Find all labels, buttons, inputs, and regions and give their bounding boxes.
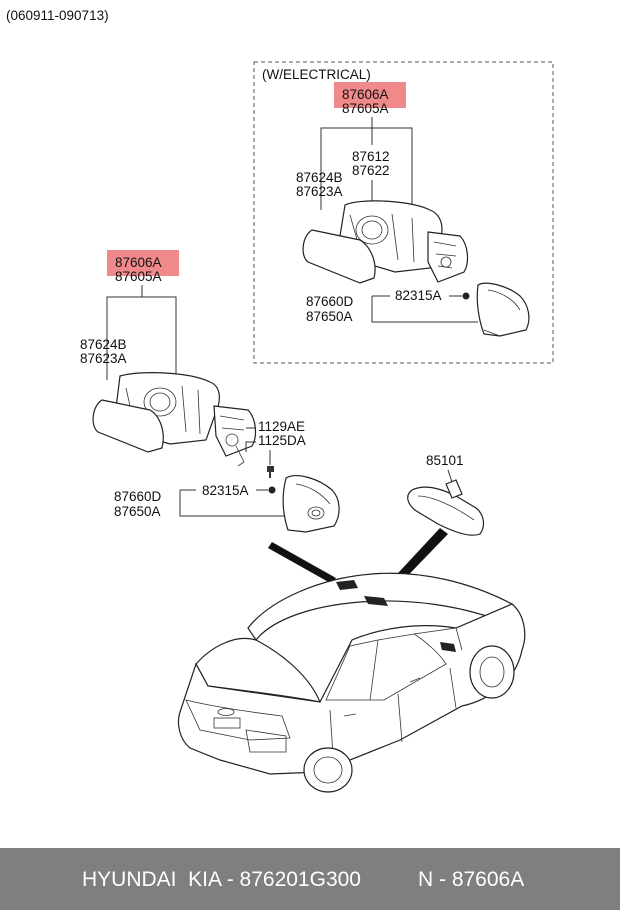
electrical-part-highlight[interactable]: 87606A: [342, 87, 389, 102]
manual-screw-icon: [268, 486, 276, 494]
electrical-glass-a[interactable]: 87612: [352, 149, 390, 164]
inside-mirror-group: 85101: [407, 453, 485, 536]
electrical-screw-label[interactable]: 82315A: [395, 288, 442, 303]
manual-cover-b[interactable]: 87650A: [114, 504, 161, 519]
electrical-mirror-a[interactable]: 87624B: [296, 170, 343, 185]
manual-mirror-a[interactable]: 87624B: [80, 337, 127, 352]
parts-diagram: (060911-090713) (W/ELECTRICAL) 87606A 87…: [6, 8, 554, 793]
manual-mirror-drawing: [92, 372, 257, 467]
electrical-part-main[interactable]: 87605A: [342, 101, 389, 116]
footer-brand-part-number: HYUNDAI KIA - 876201G300: [82, 868, 361, 891]
manual-cover-drawing: [282, 475, 340, 533]
manual-cover-a[interactable]: 87660D: [114, 489, 162, 504]
manual-cover-leader: [179, 489, 284, 517]
electrical-mirror-b[interactable]: 87623A: [296, 184, 343, 199]
manual-highlight-box: [107, 250, 179, 276]
inside-mirror-part[interactable]: 85101: [426, 453, 464, 468]
manual-part-highlight[interactable]: 87606A: [115, 255, 162, 270]
electrical-leader-bracket: [320, 117, 413, 212]
electrical-cover-drawing: [476, 282, 530, 337]
electrical-cover-b[interactable]: 87650A: [306, 309, 353, 324]
car-illustration: [177, 572, 526, 793]
inside-mirror-drawing: [407, 479, 485, 536]
electrical-cover-leader: [371, 295, 478, 323]
electrical-cover-a[interactable]: 87660D: [306, 294, 354, 309]
pointer-wedge-left: [268, 542, 336, 584]
part-number-footer: HYUNDAI KIA - 876201G300 N - 87606A: [0, 848, 620, 910]
manual-mirror-b[interactable]: 87623A: [80, 351, 127, 366]
manual-screw-label[interactable]: 82315A: [202, 483, 249, 498]
electrical-glass-b[interactable]: 87622: [352, 163, 390, 178]
manual-bolt-b[interactable]: 1125DA: [258, 433, 306, 448]
bolt-icon: [267, 466, 274, 478]
manual-part-main[interactable]: 87605A: [115, 269, 162, 284]
electrical-variant-group: (W/ELECTRICAL) 87606A 87605A 87612 87622…: [253, 61, 554, 364]
electrical-highlight-box: [334, 82, 406, 108]
manual-variant-group: 87606A 87605A 87624B 87623A 1129AE 1125D…: [80, 250, 340, 533]
electrical-dashed-frame: [253, 61, 554, 364]
manual-bolt-leader: [245, 427, 271, 465]
manual-bolt-a[interactable]: 1129AE: [258, 419, 305, 434]
electrical-title: (W/ELECTRICAL): [262, 67, 371, 82]
electrical-mirror-drawing: [302, 200, 469, 284]
footer-catalog-number: N - 87606A: [418, 868, 525, 891]
inside-mirror-leader: [447, 469, 453, 483]
date-range-label: (060911-090713): [6, 8, 109, 23]
electrical-screw-icon: [462, 292, 470, 300]
manual-leader-bracket: [106, 285, 177, 380]
